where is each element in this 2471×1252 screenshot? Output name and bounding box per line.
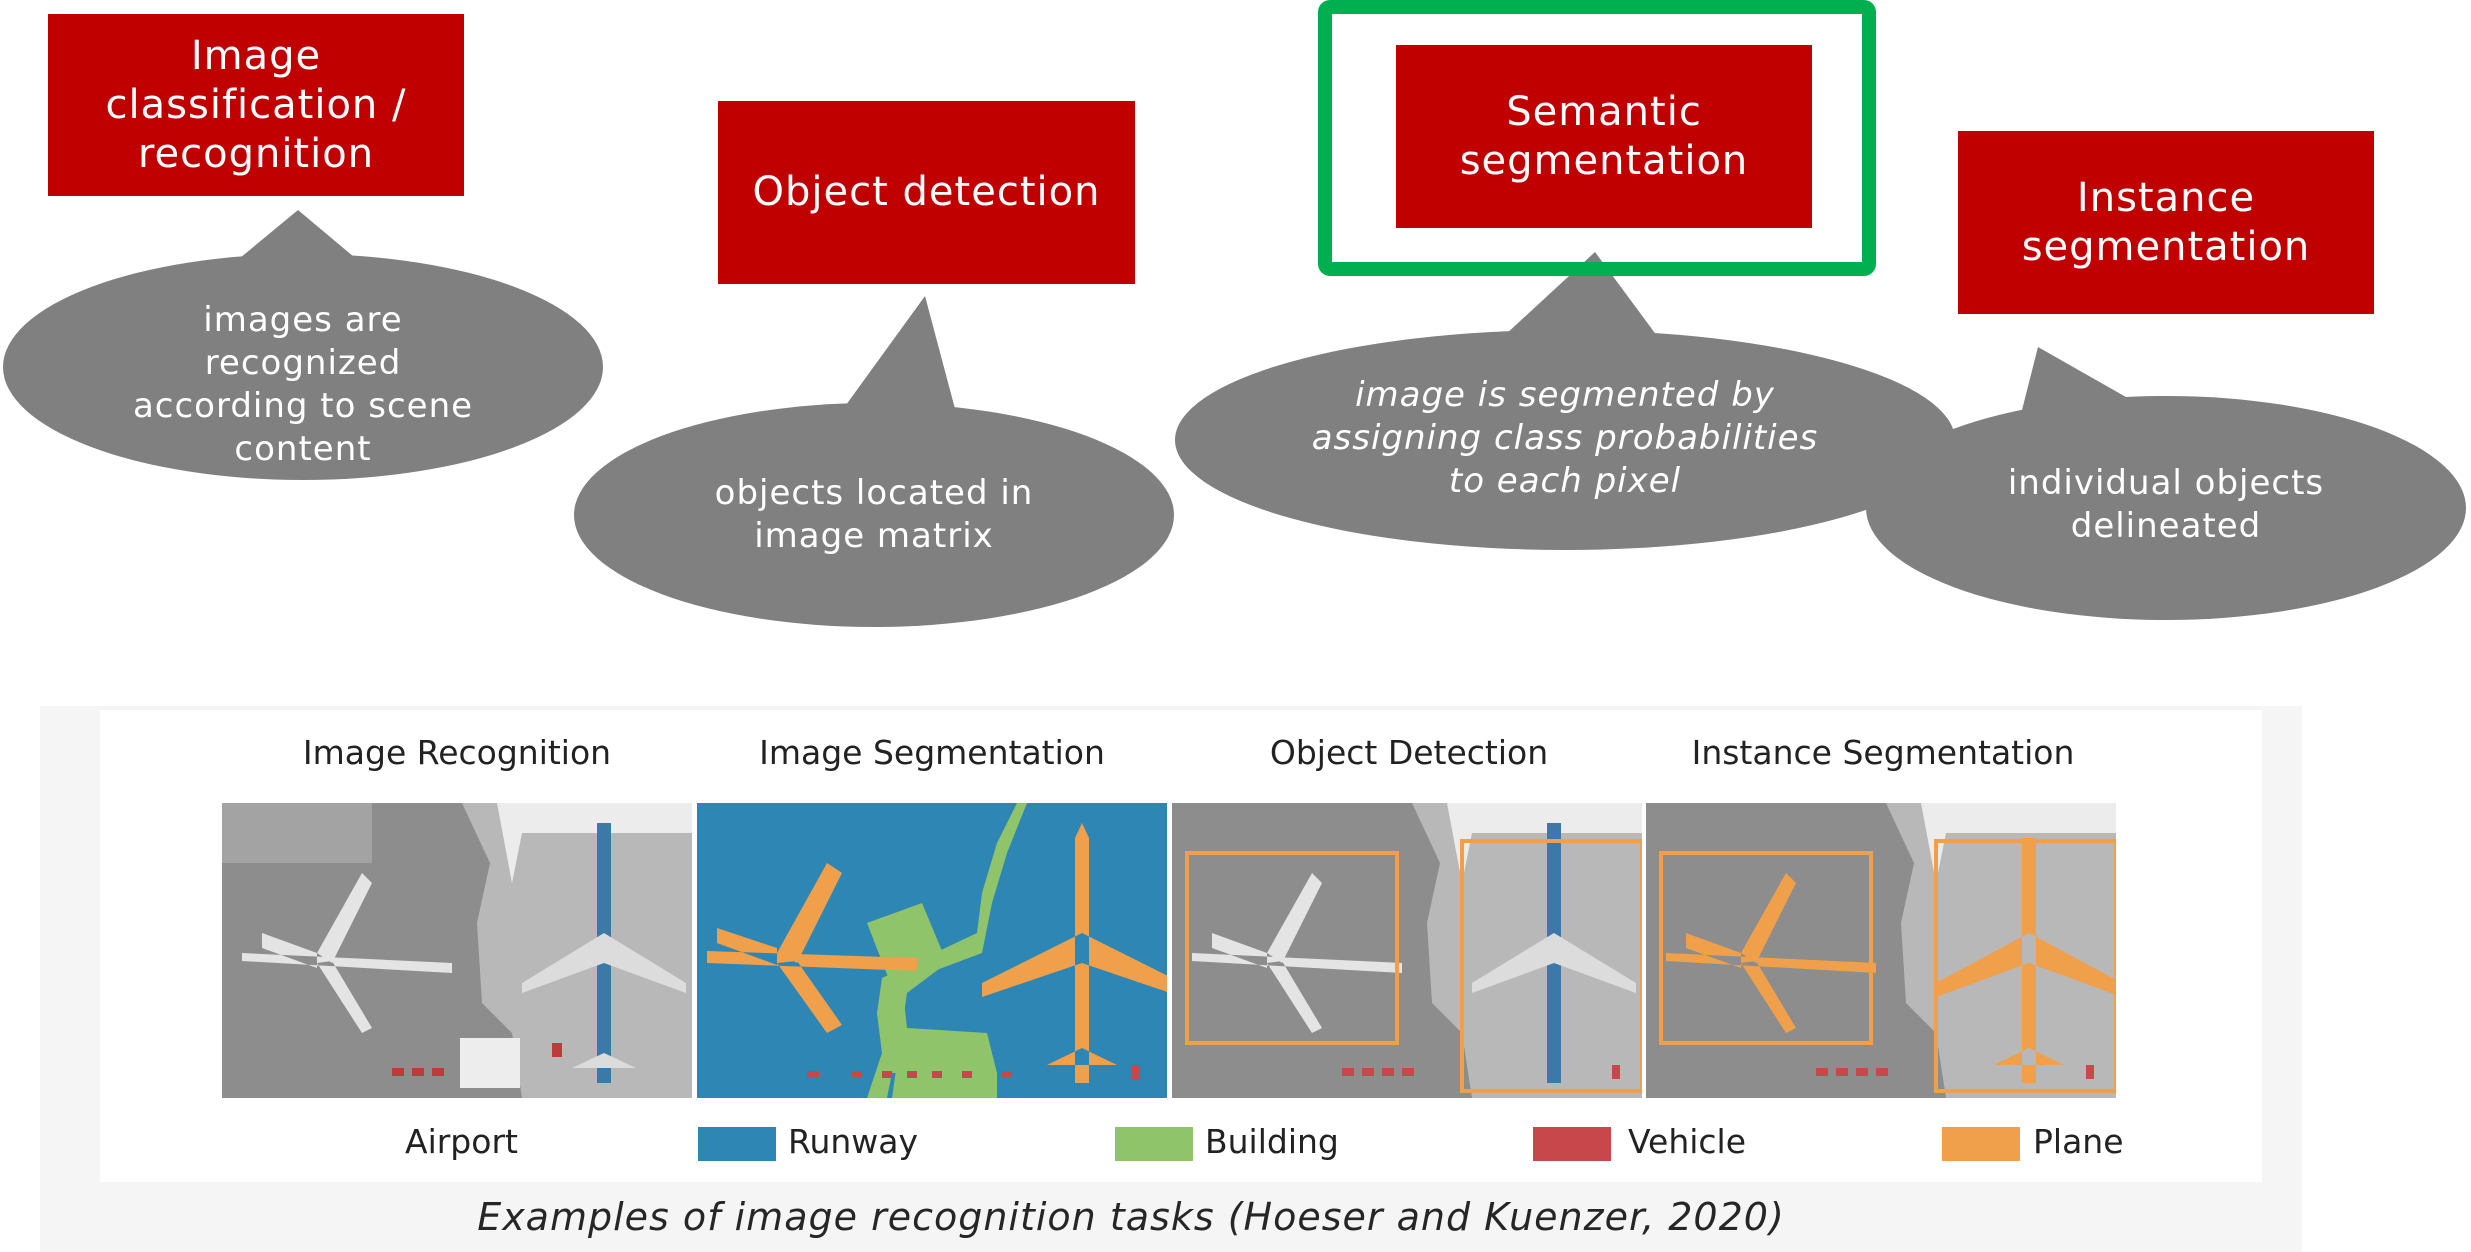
bubble-tail-2 <box>838 296 958 420</box>
task-box-object-detection: Object detection <box>718 101 1135 284</box>
bubble-text-3: image is segmented by assigning class pr… <box>1311 374 1819 501</box>
image-segmentation-panel <box>697 803 1167 1098</box>
panel-title-object-detection: Object Detection <box>1269 733 1549 772</box>
bubble-text-2: objects located in image matrix <box>714 473 1034 556</box>
legend-label-runway: Runway <box>788 1122 919 1161</box>
figure-caption: Examples of image recognition tasks (Hoe… <box>477 1195 1785 1239</box>
task-box-instance-segmentation: Instance segmentation <box>1958 131 2374 314</box>
bubble-2 <box>574 403 1174 627</box>
task-box-semantic-segmentation: Semantic segmentation <box>1396 45 1812 228</box>
bubble-tail-1 <box>240 210 360 262</box>
panel-title-image-recognition: Image Recognition <box>302 733 612 772</box>
legend-label-airport: Airport <box>405 1122 518 1161</box>
bubble-tail-4 <box>2022 347 2140 410</box>
legend-swatch-vehicle <box>1533 1127 1611 1161</box>
panel-title-image-segmentation: Image Segmentation <box>759 733 1105 772</box>
image-recognition-panel <box>222 803 692 1098</box>
legend-label-vehicle: Vehicle <box>1628 1122 1747 1161</box>
bubble-3 <box>1175 330 1955 550</box>
task-label: Semantic segmentation <box>1459 88 1749 184</box>
task-label: Object detection <box>752 169 1101 215</box>
panel-title-instance-segmentation: Instance Segmentation <box>1691 733 2075 772</box>
legend-swatch-building <box>1115 1127 1193 1161</box>
bubble-4 <box>1866 396 2466 620</box>
bubble-text-4: individual objects delineated <box>2007 463 2325 546</box>
object-detection-panel <box>1172 803 1642 1098</box>
legend-label-plane: Plane <box>2033 1122 2124 1161</box>
callout-bubbles <box>3 210 2466 627</box>
legend-swatch-plane <box>1942 1127 2020 1161</box>
legend-label-building: Building <box>1205 1122 1339 1161</box>
task-box-image-classification: Image classification / recognition <box>48 14 464 196</box>
legend-swatch-runway <box>698 1127 776 1161</box>
bubble-text-1: images are recognized according to scene… <box>132 300 474 469</box>
task-label: Image classification / recognition <box>105 32 407 177</box>
bubble-tail-3 <box>1505 252 1660 340</box>
highlight-frame <box>1318 0 1876 276</box>
bubble-1 <box>3 254 603 480</box>
task-label: Instance segmentation <box>2021 174 2311 270</box>
instance-segmentation-panel <box>1646 803 2116 1098</box>
